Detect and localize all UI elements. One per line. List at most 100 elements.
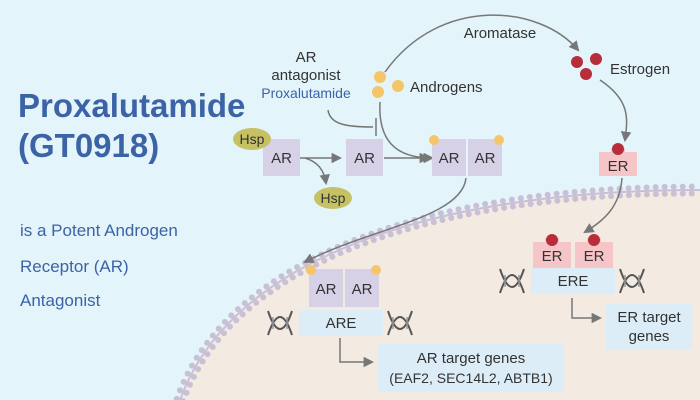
membrane-pore [396,228,403,235]
membrane-pore [215,325,222,332]
membrane-pore [483,207,490,214]
androgen-nuclear [371,265,381,275]
er-target-genes-box [606,304,692,350]
membrane-pore [387,231,394,238]
membrane-pore [321,257,328,264]
membrane-pore [337,250,344,257]
membrane-pore [184,370,191,377]
ar-dimer-left-label: AR [439,150,460,167]
membrane-pore [518,202,525,209]
estrogen-molecule [571,56,583,68]
ere-element-box [531,268,615,294]
membrane-pore [297,270,304,277]
ar-dimer-left-box [432,139,466,176]
membrane-pore [437,210,444,217]
membrane-pore [456,213,463,220]
membrane-pore [554,197,561,204]
dna-helix-ere-left [499,268,525,294]
membrane-pore [220,330,227,337]
membrane-pore [499,197,506,204]
ar-target-genes-list: (EAF2, SEC14L2, ABTB1) [389,370,552,386]
membrane-pore [278,273,285,280]
ar-target-genes-title: AR target genes [417,350,525,367]
ar-nuclear-left-label: AR [316,281,337,298]
membrane-pore [625,185,632,192]
membrane-pore [501,204,508,211]
nuclear-membrane-pores [173,183,695,400]
ar-nuclear-left-box [309,269,343,307]
membrane-pore [226,323,233,330]
membrane-pore [256,288,263,295]
title-drug-name: Proxalutamide [18,87,246,124]
membrane-pore [590,194,597,201]
androgen-bound [494,135,504,145]
ar-dimer-right-label: AR [475,150,496,167]
membrane-pore [509,203,516,210]
membrane-pore [345,246,352,253]
antagonist-label-1: AR [296,49,317,66]
membrane-pore [661,183,668,190]
membrane-pore [221,318,228,325]
membrane-pore [448,215,455,222]
estrogen-bound [612,143,624,155]
membrane-pore [446,208,453,215]
membrane-pore [608,193,615,200]
nuclear-membrane [179,189,700,400]
membrane-pore [679,190,686,197]
inhibition-antagonist [327,109,374,128]
membrane-pore [186,381,193,388]
membrane-pore [289,274,296,281]
membrane-pore [286,268,293,275]
membrane-pore [233,317,240,324]
membrane-pore [464,204,471,211]
er-nuclear-right-box [575,242,613,268]
membrane-pore [652,191,659,198]
arrow-ar-dimer-to-nucleus [303,177,467,263]
are-element-label: ARE [326,315,357,332]
membrane-pore [329,253,336,260]
er-nuclear-right-label: ER [584,248,605,265]
arrow-are-to-genes [339,338,375,368]
membrane-pore [209,343,216,350]
hsp-released-label: Hsp [321,190,346,206]
ar-target-genes-box [378,344,564,392]
subtitle-line-2: Receptor (AR) [20,257,129,276]
er-target-genes-title-2: genes [629,328,670,345]
arrow-hsp-dissociate [304,157,330,186]
membrane-pore [589,187,596,194]
androgen-nuclear [306,265,316,275]
membrane-pore [661,190,668,197]
membrane-pore [492,206,499,213]
title-drug-code: (GT0918) [18,127,160,164]
membrane-pore [282,279,289,286]
membrane-pore [670,183,677,190]
membrane-pore [198,347,205,354]
membrane-pore [544,191,551,198]
dna-helix-are-left [267,310,293,336]
membrane-pore [362,240,369,247]
membrane-pore [572,195,579,202]
membrane-pore [267,289,274,296]
membrane-pore [180,378,187,385]
membrane-pore [370,237,377,244]
membrane-pore [465,211,472,218]
membrane-pore [176,387,183,394]
membrane-pore [482,201,489,208]
membrane-pore [536,199,543,206]
membrane-pore [473,202,480,209]
ar-free-label: AR [354,150,375,167]
membrane-pore [455,206,462,213]
membrane-pore [354,243,361,250]
membrane-pore [204,351,211,358]
subtitle-line-3: Antagonist [20,291,101,310]
membrane-pore [634,191,641,198]
membrane-pore [413,223,420,230]
membrane-pore [670,190,677,197]
membrane-pore [294,263,301,270]
membrane-pore [580,188,587,195]
membrane-pore [189,362,196,369]
membrane-pore [562,189,569,196]
membrane-pore [634,184,641,191]
membrane-pore [545,198,552,205]
are-element-box [299,310,383,336]
